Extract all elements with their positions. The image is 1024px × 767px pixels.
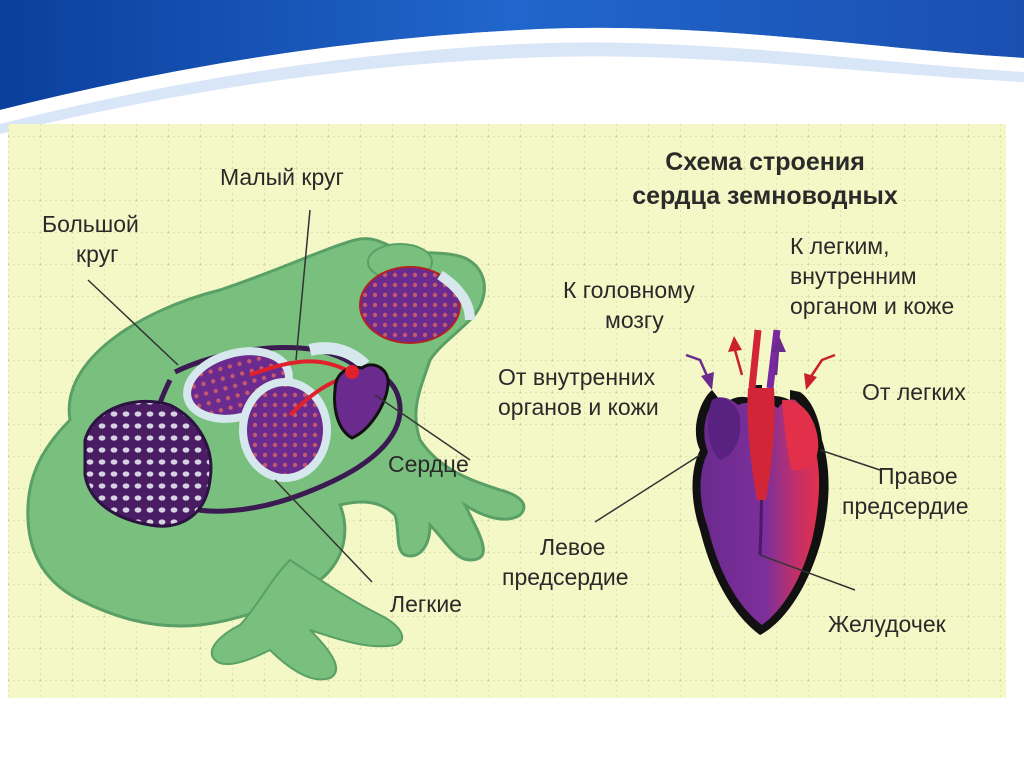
arterial-trunk	[747, 388, 775, 500]
label-heart: Сердце	[388, 451, 469, 477]
frog-leader-lines	[87, 209, 471, 583]
heart-scheme: Схема строения сердца земноводных	[632, 148, 898, 635]
label-to-lungs-line2: внутренним	[790, 263, 917, 289]
frog-figure	[26, 237, 526, 681]
frog-hind-leg	[210, 558, 404, 681]
arrow-from-lungs	[804, 353, 836, 390]
label-right-atrium-line1: Правое	[878, 463, 958, 489]
label-to-head-line2: мозгу	[605, 307, 664, 333]
body-capillaries	[83, 399, 213, 528]
label-right-atrium-line2: предсердие	[842, 493, 969, 519]
label-to-head-line1: К головному	[563, 277, 695, 303]
label-from-organs-line1: От внутренних	[498, 364, 656, 390]
label-left-atrium-line1: Левое	[540, 534, 605, 560]
label-from-organs-line2: органов и кожи	[498, 394, 659, 420]
label-left-atrium-line2: предсердие	[502, 564, 629, 590]
label-from-lungs: От легких	[862, 379, 966, 405]
arrow-from-organs	[685, 353, 714, 390]
heart-leader-lines	[594, 449, 881, 591]
heart-labels: К головному мозгу К легким, внутренним о…	[498, 233, 969, 637]
label-small-circle: Малый круг	[220, 164, 344, 190]
label-to-lungs-line3: органом и коже	[790, 293, 954, 319]
label-to-lungs-line1: К легким,	[790, 233, 890, 259]
label-lungs: Легкие	[390, 591, 462, 617]
arrow-to-lungs	[771, 336, 786, 376]
label-big-circle-line1: Большой	[42, 211, 139, 237]
label-big-circle-line2: круг	[76, 241, 119, 267]
left-atrium	[707, 398, 741, 460]
frog-labels: Малый круг Большой круг Сердце Легкие	[42, 164, 469, 617]
head-capillaries	[359, 266, 461, 344]
scheme-title-line1: Схема строения	[665, 148, 865, 176]
scheme-title-line2: сердца земноводных	[632, 182, 898, 210]
header-band	[0, 0, 1024, 134]
lung-lower	[239, 378, 331, 482]
label-ventricle: Желудочек	[828, 611, 947, 637]
arrow-to-head	[728, 336, 744, 376]
right-atrium	[782, 399, 819, 471]
